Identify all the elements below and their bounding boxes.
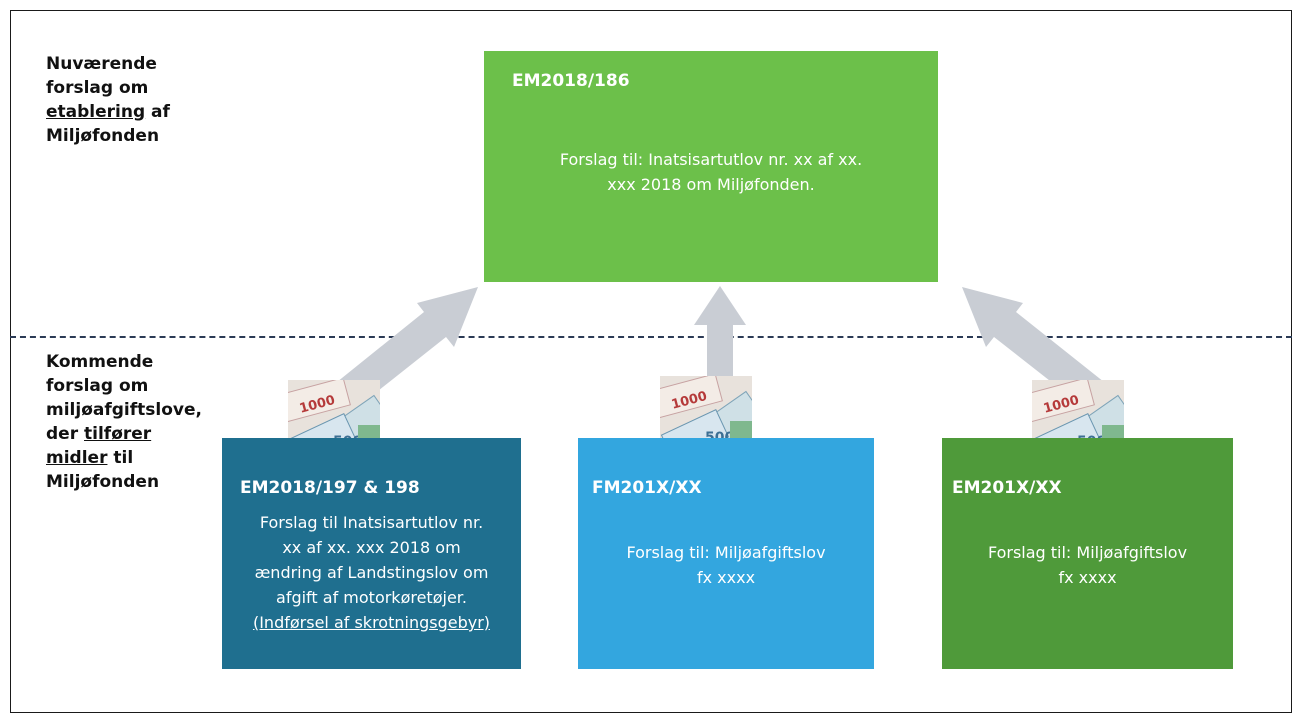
money-image-icon: 1000 500 xyxy=(660,376,752,446)
description-line: Forslag til Inatsisartutlov nr. xyxy=(259,513,484,532)
label-line: forslag om xyxy=(46,78,149,98)
proposal-description: Forslag til Inatsisartutlov nr. xx af xx… xyxy=(222,510,521,635)
description-line: fx xxxx xyxy=(696,568,756,587)
current-proposal-label: Nuværende forslag om etablering af Miljø… xyxy=(46,52,170,148)
description-line: ændring af Landstingslov om xyxy=(254,563,489,582)
proposal-code: EM201X/XX xyxy=(952,478,1062,498)
coming-proposals-label: Kommende forslag om miljøafgiftslove, de… xyxy=(46,350,202,494)
description-line: xx af xx. xxx 2018 om xyxy=(282,538,461,557)
description-line: Forslag til: Miljøafgiftslov xyxy=(626,543,826,562)
proposal-code: FM201X/XX xyxy=(592,478,702,498)
label-line: Kommende xyxy=(46,352,154,372)
description-line: Forslag til: Inatsisartutlov nr. xx af x… xyxy=(559,150,863,169)
arrow-icon xyxy=(337,287,478,406)
label-line: miljøafgiftslove, xyxy=(46,400,202,420)
arrow-icon xyxy=(694,286,746,382)
label-text: af xyxy=(145,102,170,122)
label-underlined: etablering xyxy=(46,102,146,122)
label-line: Miljøfonden xyxy=(46,472,160,492)
proposal-box-fm-env-tax: FM201X/XX Forslag til: Miljøafgiftslov f… xyxy=(578,438,874,669)
label-line: Nuværende xyxy=(46,54,157,74)
label-line: etablering af xyxy=(46,100,170,124)
proposal-code: EM2018/197 & 198 xyxy=(240,478,420,498)
description-line: afgift af motorkøretøjer. xyxy=(276,588,467,607)
description-line: xxx 2018 om Miljøfonden. xyxy=(607,175,815,194)
proposal-description: Forslag til: Miljøafgiftslov fx xxxx xyxy=(942,540,1233,590)
label-text: til xyxy=(107,448,134,468)
proposal-box-vehicle-tax: EM2018/197 & 198 Forslag til Inatsisartu… xyxy=(222,438,521,669)
section-divider xyxy=(10,336,1292,338)
label-underlined: midler xyxy=(46,448,108,468)
arrow-icon xyxy=(962,287,1104,406)
description-underlined-line: (Indførsel af skrotningsgebyr) xyxy=(252,613,491,632)
description-line: fx xxxx xyxy=(1058,568,1117,587)
label-line: midler til xyxy=(46,446,202,470)
proposal-description: Forslag til: Inatsisartutlov nr. xx af x… xyxy=(484,147,938,197)
label-line: forslag om xyxy=(46,376,149,396)
label-text: der xyxy=(46,424,85,444)
label-line: der tilfører xyxy=(46,422,202,446)
label-line: Miljøfonden xyxy=(46,126,160,146)
proposal-code: EM2018/186 xyxy=(512,71,630,91)
description-line: Forslag til: Miljøafgiftslov xyxy=(987,543,1188,562)
main-proposal-box: EM2018/186 Forslag til: Inatsisartutlov … xyxy=(484,51,938,282)
label-underlined: tilfører xyxy=(84,424,152,444)
proposal-box-em-env-tax: EM201X/XX Forslag til: Miljøafgiftslov f… xyxy=(942,438,1233,669)
diagram-frame xyxy=(10,10,1292,713)
proposal-description: Forslag til: Miljøafgiftslov fx xxxx xyxy=(578,540,874,590)
